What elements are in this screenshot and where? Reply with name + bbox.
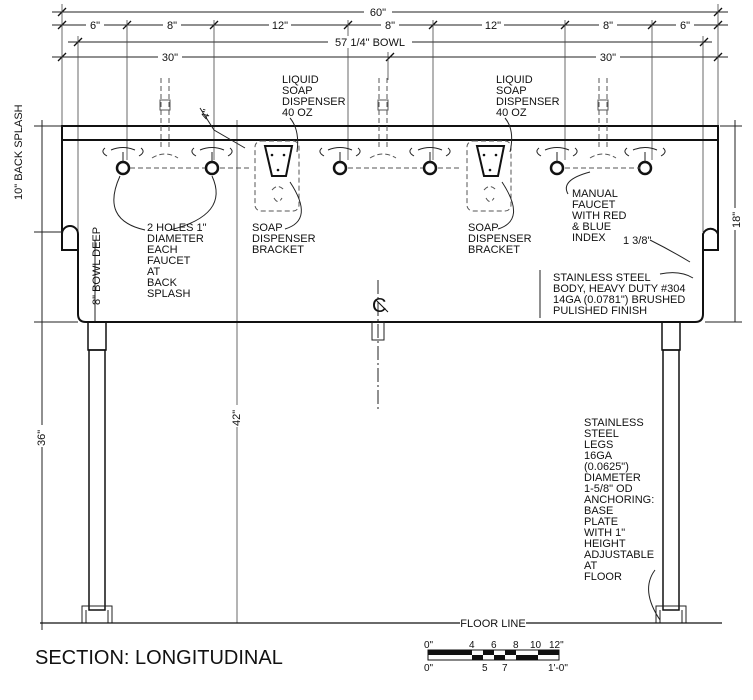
dim-segment: 12"	[272, 20, 288, 32]
note-soap-left: LIQUID SOAP DISPENSER 40 OZ	[282, 74, 346, 119]
note-soap-right: LIQUID SOAP DISPENSER 40 OZ	[496, 74, 560, 119]
dim-backsplash: 10" BACK SPLASH	[13, 104, 25, 200]
dim-segment: 6"	[90, 20, 100, 32]
soap-dispenser-right	[466, 140, 512, 212]
note-line: STAINLESS STEEL	[553, 272, 651, 284]
note-line: & BLUE	[572, 221, 611, 233]
dim-leg-height: 36"	[36, 430, 48, 446]
note-line: BODY, HEAVY DUTY #304	[553, 283, 685, 295]
note-line: ADJUSTABLE	[584, 549, 654, 561]
note-line: HEIGHT	[584, 538, 626, 550]
note-line: DISPENSER	[468, 233, 532, 245]
note-line: LEGS	[584, 439, 613, 451]
scale-label: 10	[530, 640, 542, 651]
note-line: SOAP	[282, 85, 313, 97]
vertical-dimensions: 10" BACK SPLASH 8" BOWL DEEP 36" 42" 18"…	[8, 104, 743, 630]
note-line: WITH 1"	[584, 527, 625, 539]
scale-bar: 0" 4 6 8 10 12" 0" 5 7 1'-0"	[424, 640, 568, 674]
floor-line-label: FLOOR LINE	[460, 618, 525, 630]
note-legs: STAINLESS STEEL LEGS 16GA (0.0625") DIAM…	[584, 417, 654, 583]
note-line: WITH RED	[572, 210, 626, 222]
scale-label: 4	[469, 640, 475, 651]
note-line: AT	[584, 560, 598, 572]
note-line: LIQUID	[282, 74, 319, 86]
scale-label: 0"	[424, 663, 434, 674]
note-line: BASE	[584, 505, 613, 517]
note-line: FLOOR	[584, 571, 622, 583]
scale-label: 0"	[424, 640, 434, 651]
dim-body-height: 18"	[731, 212, 743, 228]
dim-offset: 4"	[199, 108, 213, 121]
note-line: BRACKET	[468, 244, 520, 256]
dim-half: 30"	[162, 52, 178, 64]
note-line: 14GA (0.0781") BRUSHED	[553, 294, 685, 306]
note-line: 40 OZ	[282, 107, 313, 119]
note-line: DIAMETER	[147, 233, 204, 245]
dim-segment: 8"	[603, 20, 613, 32]
soap-dispenser-left	[254, 140, 300, 212]
centerline: C CL	[371, 280, 389, 412]
note-line: SPLASH	[147, 288, 190, 300]
faucets	[102, 77, 667, 176]
note-line: 2 HOLES 1"	[147, 222, 207, 234]
note-line: INDEX	[572, 232, 606, 244]
note-line: BACK	[147, 277, 178, 289]
note-line: 40 OZ	[496, 107, 527, 119]
note-holes: 2 HOLES 1" DIAMETER EACH FAUCET AT BACK …	[147, 222, 207, 300]
note-line: 1-5/8" OD	[584, 483, 633, 495]
scale-label: 5	[482, 663, 488, 674]
scale-label: 8	[513, 640, 519, 651]
scale-label: 12"	[549, 640, 564, 651]
scale-label: 6	[491, 640, 497, 651]
note-line: DISPENSER	[496, 96, 560, 108]
scale-label: 7	[502, 663, 508, 674]
faucet-handle	[102, 147, 144, 176]
note-line: PULISHED FINISH	[553, 305, 647, 317]
drawing-title: SECTION: LONGITUDINAL	[35, 647, 283, 669]
leader-lines	[113, 107, 694, 621]
note-line: MANUAL	[572, 188, 618, 200]
dim-notch: 1 3/8"	[623, 235, 651, 247]
dim-segment: 8"	[167, 20, 177, 32]
note-line: BRACKET	[252, 244, 304, 256]
note-line: (0.0625")	[584, 461, 629, 473]
scale-label: 1'-0"	[548, 663, 568, 674]
note-line: DIAMETER	[584, 472, 641, 484]
note-faucet: MANUAL FAUCET WITH RED & BLUE INDEX	[572, 188, 626, 244]
centerline-symbol: C	[372, 295, 386, 317]
dim-rim-height: 42"	[231, 410, 243, 426]
note-line: DISPENSER	[282, 96, 346, 108]
note-line: SOAP	[496, 85, 527, 97]
sink-body	[61, 125, 719, 323]
note-line: SOAP	[252, 222, 283, 234]
note-line: PLATE	[584, 516, 618, 528]
note-bracket-right: SOAP DISPENSER BRACKET	[468, 222, 532, 256]
note-bracket-left: SOAP DISPENSER BRACKET	[252, 222, 316, 256]
note-line: 16GA	[584, 450, 613, 462]
note-line: FAUCET	[147, 255, 191, 267]
dim-segment: 8"	[385, 20, 395, 32]
dim-bowl-depth: 8" BOWL DEEP	[91, 227, 103, 305]
dim-bowl: 57 1/4" BOWL	[335, 37, 405, 49]
note-line: STEEL	[584, 428, 619, 440]
faucet-spout	[151, 78, 179, 159]
dim-segment: 12"	[485, 20, 501, 32]
legs	[81, 321, 687, 623]
note-line: FAUCET	[572, 199, 616, 211]
dim-half: 30"	[600, 52, 616, 64]
note-line: AT	[147, 266, 161, 278]
note-line: DISPENSER	[252, 233, 316, 245]
dim-overall: 60"	[370, 7, 386, 19]
note-line: SOAP	[468, 222, 499, 234]
floor-line: FLOOR LINE	[40, 616, 722, 630]
note-line: EACH	[147, 244, 178, 256]
note-line: LIQUID	[496, 74, 533, 86]
dim-segment: 6"	[680, 20, 690, 32]
note-line: STAINLESS	[584, 417, 644, 429]
note-line: ANCHORING:	[584, 494, 654, 506]
note-body: STAINLESS STEEL BODY, HEAVY DUTY #304 14…	[553, 272, 685, 317]
dimension-labels: 60" 6" 8" 12" 8" 12" 8" 6" 57 1/4" BOWL …	[86, 5, 694, 121]
